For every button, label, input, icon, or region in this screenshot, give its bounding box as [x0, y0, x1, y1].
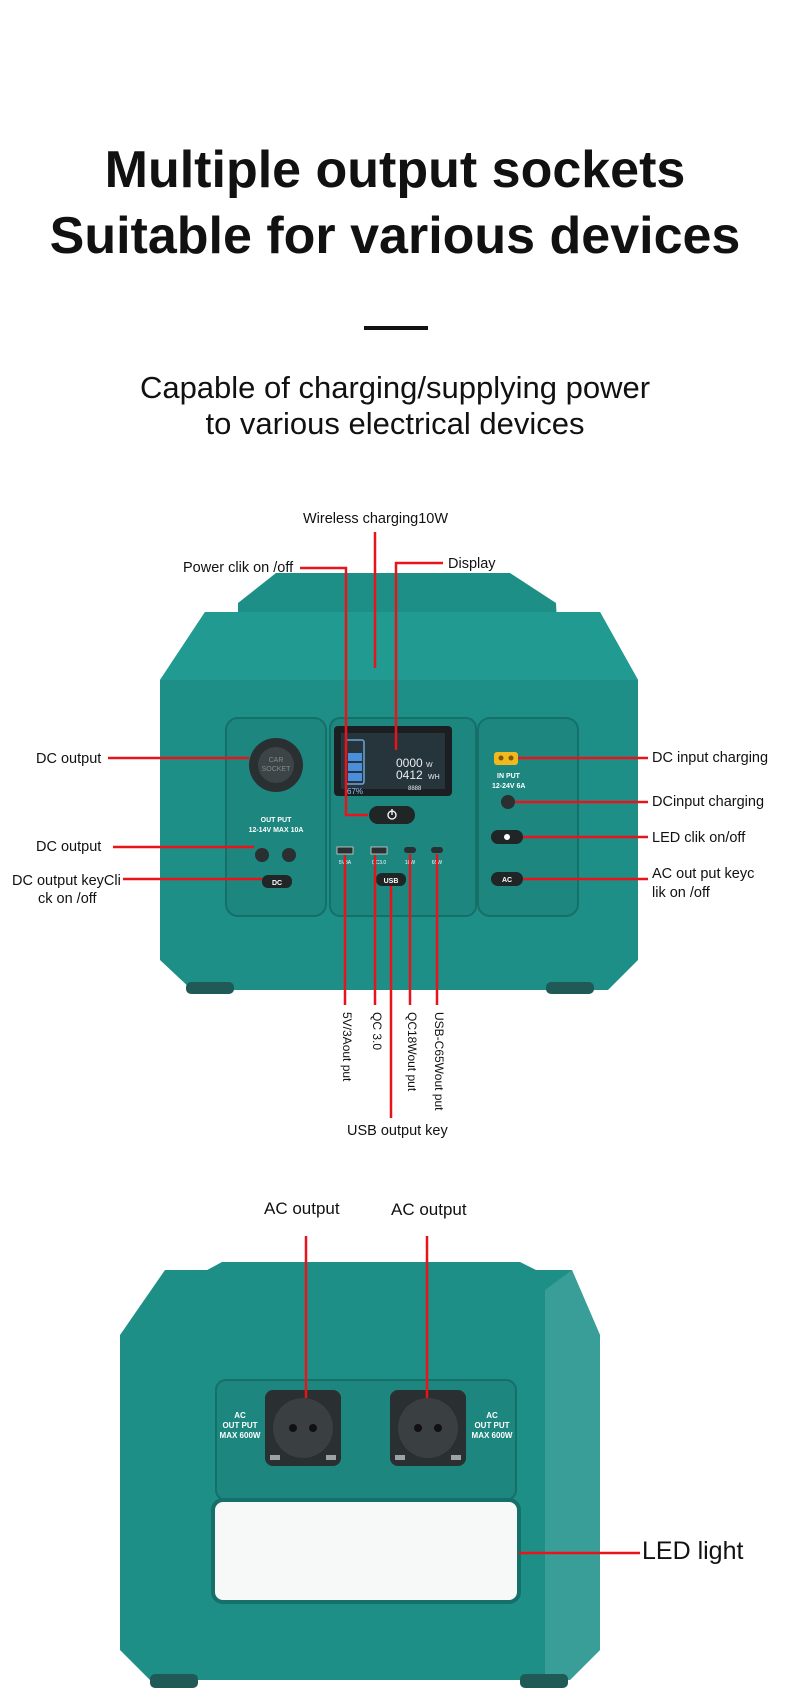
label-dc-key-1: DC output keyCli	[12, 873, 121, 889]
lcd-small: 8888	[408, 786, 422, 792]
label-dc-input-2: DCinput charging	[652, 794, 765, 810]
lcd-wh-unit: WH	[428, 774, 440, 781]
out-put-print: OUT PUT	[261, 817, 292, 824]
back-device-illustration: AC OUT PUT MAX 600W AC OUT PUT MAX 600W	[120, 1236, 640, 1688]
ac-print-right-2: OUT PUT	[474, 1421, 509, 1430]
label-usb-5v: 5V/3Aout put	[340, 1012, 354, 1082]
lcd-w-unit: W	[426, 762, 433, 769]
in-spec-print: 12-24V 6A	[492, 783, 525, 790]
label-qc30: QC 3.0	[370, 1012, 384, 1051]
dc-port-icon	[255, 848, 269, 862]
label-led-light: LED light	[642, 1537, 744, 1565]
lcd-percent: 67%	[347, 787, 363, 796]
label-ac-key-2: lik on /off	[652, 885, 710, 901]
label-dc-output-2: DC output	[36, 839, 102, 855]
dc-input-jack-icon	[501, 795, 515, 809]
usb-button-print: USB	[384, 878, 399, 885]
label-dc-output-1: DC output	[36, 751, 102, 767]
label-power: Power clik on /off	[183, 560, 294, 576]
label-led-click: LED clik on/off	[652, 830, 746, 846]
ac-print-left-1: AC	[234, 1411, 246, 1420]
headline-line-1: Multiple output sockets	[104, 141, 686, 199]
headline-divider	[364, 326, 428, 330]
lcd-watts: 0000	[396, 756, 423, 770]
label-qc18: QC18Wout put	[405, 1012, 419, 1092]
label-dc-key-2: ck on /off	[38, 891, 97, 907]
label-ac-output-1: AC output	[264, 1199, 340, 1218]
label-ac-key-1: AC out put keyc	[652, 866, 755, 882]
ac-button-print: AC	[502, 877, 512, 884]
led-light-panel	[211, 1498, 521, 1604]
dc-button-print: DC	[272, 880, 282, 887]
out-spec-print: 12-14V MAX 10A	[249, 827, 304, 834]
back-callout-lines	[304, 1236, 640, 1555]
ac-print-right-1: AC	[486, 1411, 498, 1420]
car-socket-text-1: CAR	[269, 757, 284, 764]
front-device-illustration: CAR SOCKET OUT PUT 12-14V MAX 10A DC 000…	[108, 532, 648, 1118]
label-display: Display	[448, 556, 496, 572]
ac-print-left-2: OUT PUT	[222, 1421, 257, 1430]
label-usbc65: USB-C65Wout put	[432, 1012, 446, 1111]
subtitle-line-1: Capable of charging/supplying power	[139, 370, 651, 405]
ac-print-right-3: MAX 600W	[472, 1431, 513, 1440]
lcd-wh: 0412	[396, 768, 423, 782]
in-put-print: IN PUT	[497, 773, 521, 780]
label-ac-output-2: AC output	[391, 1200, 467, 1219]
front-callout-lines	[108, 532, 648, 1118]
ac-print-left-3: MAX 600W	[220, 1431, 261, 1440]
dc-port-icon	[282, 848, 296, 862]
car-socket-text-2: SOCKET	[262, 766, 292, 773]
label-wireless-charging: Wireless charging10W	[303, 511, 449, 527]
headline-line-2: Suitable for various devices	[49, 207, 741, 265]
label-dc-input-1: DC input charging	[652, 750, 769, 766]
subtitle-line-2: to various electrical devices	[205, 406, 585, 441]
port-print-2: QC3.0	[372, 860, 387, 866]
dc-input-port-icon	[494, 752, 518, 765]
label-usb-key: USB output key	[347, 1123, 448, 1139]
